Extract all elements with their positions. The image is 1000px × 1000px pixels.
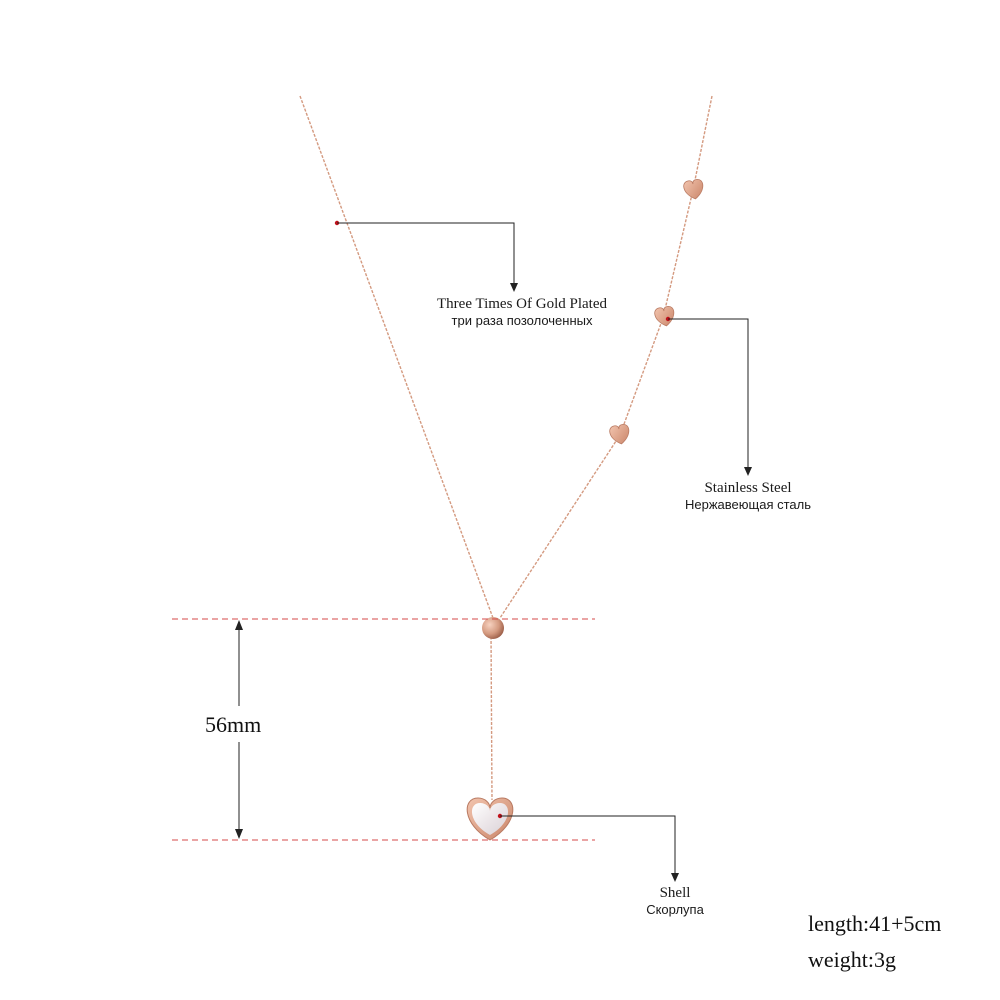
- heart-charm-bottom: [609, 424, 630, 445]
- label-gold-plated: Three Times Of Gold Plated три раза позо…: [400, 296, 644, 328]
- spec-length: length:41+5cm: [808, 911, 942, 936]
- callout-arrow-shell-icon: [671, 873, 679, 882]
- label-stainless-steel-ru: Нержавеющая сталь: [685, 497, 811, 512]
- chain-left: [299, 95, 494, 619]
- heart-charm-top: [683, 179, 704, 200]
- label-stainless-steel-en: Stainless Steel: [704, 480, 792, 496]
- spec-weight: weight:3g: [808, 947, 896, 972]
- callout-arrow-steel-icon: [744, 467, 752, 476]
- label-shell-ru: Скорлупа: [646, 902, 704, 917]
- label-stainless-steel: Stainless Steel Нержавеющая сталь: [660, 480, 836, 512]
- callout-arrow-gold-icon: [510, 283, 518, 292]
- slider-bead: [482, 617, 504, 639]
- callout-line-gold: [337, 222, 515, 286]
- heart-charm-middle: [654, 306, 675, 327]
- chain-right: [499, 95, 713, 619]
- label-shell-en: Shell: [659, 885, 691, 901]
- callout-line-steel: [668, 318, 749, 470]
- label-gold-plated-en: Three Times Of Gold Plated: [437, 296, 607, 312]
- label-gold-plated-ru: три раза позолоченных: [451, 313, 593, 328]
- dimension-arrow-up-icon: [235, 620, 243, 630]
- label-shell: Shell Скорлупа: [620, 885, 730, 917]
- chain-drop: [490, 631, 493, 801]
- drop-length-label: 56mm: [205, 712, 262, 737]
- dimension-arrow-down-icon: [235, 829, 243, 839]
- callout-line-shell: [500, 815, 676, 876]
- shell-heart-pendant: [466, 797, 514, 841]
